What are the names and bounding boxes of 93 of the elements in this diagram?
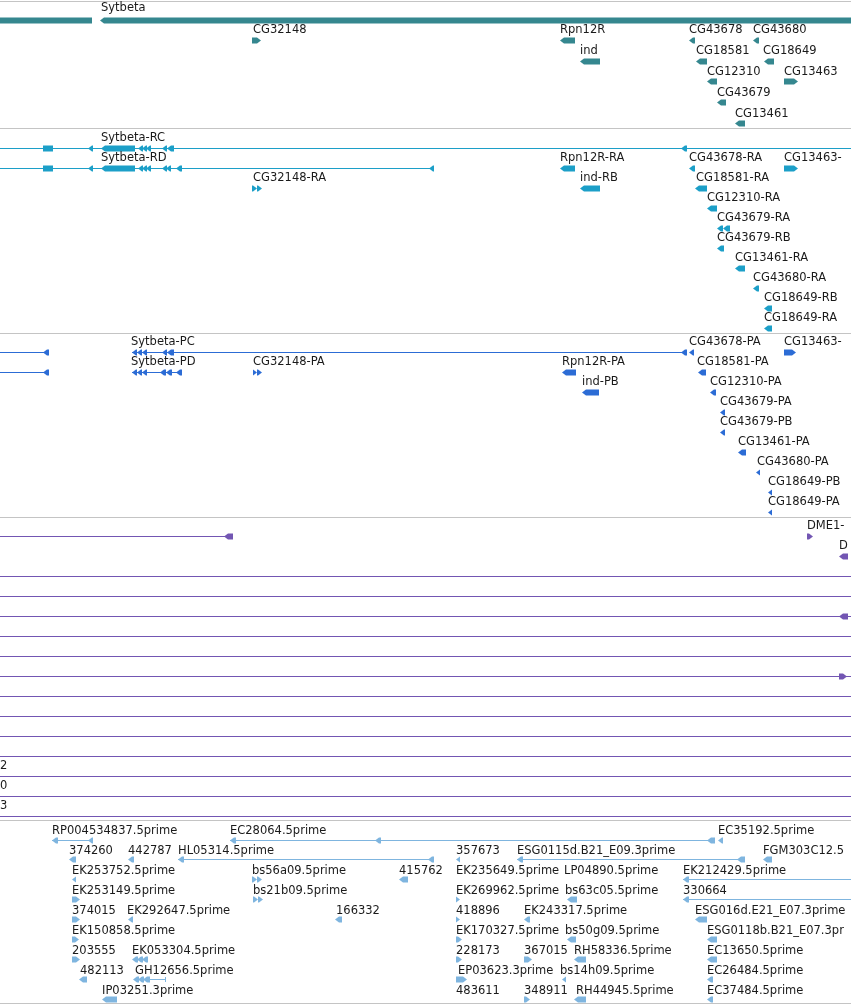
feature-label: EK243317.5prime (524, 903, 628, 917)
feature-label: CG18649 (763, 43, 817, 57)
feature-label: CG12310-RA (707, 190, 781, 204)
feature-label: 3 (0, 798, 8, 812)
feature-label: CG43680 (753, 22, 807, 36)
feature-label: CG18649-RB (764, 290, 838, 304)
feature-label: EK269962.5prime (456, 883, 560, 897)
feature-label: bs63c05.5prime (565, 883, 659, 897)
feature-label: CG43679-PB (720, 414, 793, 428)
feature-label: D (839, 538, 848, 552)
feature-label: Sytbeta-RC (101, 130, 166, 144)
feature-label: DME1- (807, 518, 845, 532)
feature-label: EC37484.5prime (707, 983, 804, 997)
feature-label: CG43680-PA (757, 454, 829, 468)
feature-label: RH58336.5prime (574, 943, 672, 957)
feature-label: 442787 (128, 843, 172, 857)
feature-label: CG43679-PA (720, 394, 792, 408)
feature-label: EP03623.3prime (458, 963, 554, 977)
feature-label: CG18581 (696, 43, 750, 57)
feature-label: bs50g09.5prime (565, 923, 660, 937)
feature-label: ESG0118b.B21_E07.3pr (707, 923, 844, 937)
feature-label: CG18649-PA (768, 494, 840, 508)
feature-label: GH12656.5prime (135, 963, 234, 977)
feature-label: HL05314.5prime (178, 843, 275, 857)
feature-label: ind (580, 43, 598, 57)
feature-label: CG13461 (735, 106, 789, 120)
feature-label: 418896 (456, 903, 500, 917)
feature-label: 415762 (399, 863, 443, 877)
feature-label: 228173 (456, 943, 500, 957)
feature-label: EK053304.5prime (132, 943, 236, 957)
feature-label: CG12310 (707, 64, 761, 78)
feature-label: 203555 (72, 943, 116, 957)
feature-label: CG13463- (784, 150, 842, 164)
feature-label: ESG016d.E21_E07.3prime (695, 903, 846, 917)
feature-label: 482113 (80, 963, 124, 977)
feature-label: ESG0115d.B21_E09.3prime (517, 843, 676, 857)
feature-label: EK253752.5prime (72, 863, 176, 877)
feature-label: CG43678-PA (689, 334, 761, 348)
feature-label: CG43678 (689, 22, 743, 36)
feature-label: CG32148 (253, 22, 307, 36)
feature-label: 483611 (456, 983, 500, 997)
feature-label: 367015 (524, 943, 568, 957)
feature-label: CG13461-RA (735, 250, 809, 264)
feature-label: 348911 (524, 983, 568, 997)
feature-label: Sytbeta-PD (131, 354, 196, 368)
feature-label: ind-PB (582, 374, 619, 388)
feature-label: ind-RB (580, 170, 618, 184)
feature-label: Sytbeta-PC (131, 334, 195, 348)
feature-label: EK212429.5prime (683, 863, 787, 877)
feature-label: CG43679-RB (717, 230, 791, 244)
feature-label: RH44945.5prime (576, 983, 674, 997)
feature-label: CG32148-RA (253, 170, 327, 184)
feature-label: EC26484.5prime (707, 963, 804, 977)
feature-label: EK292647.5prime (127, 903, 231, 917)
feature-label: FGM303C12.5 (763, 843, 845, 857)
feature-label: CG18649-PB (768, 474, 841, 488)
feature-label: Sytbeta-RD (101, 150, 167, 164)
feature-label: bs56a09.5prime (252, 863, 347, 877)
feature-label: CG32148-PA (253, 354, 325, 368)
feature-label: bs21b09.5prime (253, 883, 348, 897)
feature-label: Rpn12R-RA (560, 150, 625, 164)
feature-label: CG43678-RA (689, 150, 763, 164)
feature-label: CG18581-PA (697, 354, 769, 368)
feature-label: EC28064.5prime (230, 823, 327, 837)
feature-label: EK170327.5prime (456, 923, 560, 937)
feature-label: 0 (0, 778, 8, 792)
feature-label: Rpn12R (560, 22, 606, 36)
feature-label: RP004534837.5prime (52, 823, 178, 837)
feature-label: bs14h09.5prime (560, 963, 655, 977)
feature-label: IP03251.3prime (102, 983, 194, 997)
feature-label: 374260 (69, 843, 113, 857)
feature-label: CG43679 (717, 85, 771, 99)
feature-label: CG12310-PA (710, 374, 782, 388)
feature-label: CG43680-RA (753, 270, 827, 284)
feature-label: 166332 (336, 903, 380, 917)
feature-label: EC13650.5prime (707, 943, 804, 957)
feature-label: EK235649.5prime (456, 863, 560, 877)
feature-label: EK150858.5prime (72, 923, 176, 937)
feature-label: 357673 (456, 843, 500, 857)
feature-label: CG13463 (784, 64, 838, 78)
feature-label: EC35192.5prime (718, 823, 815, 837)
feature-label: CG18581-RA (696, 170, 770, 184)
feature-label: 374015 (72, 903, 116, 917)
feature-label: Sytbeta (101, 0, 146, 14)
feature-label: CG18649-RA (764, 310, 838, 324)
feature-label: Rpn12R-PA (562, 354, 625, 368)
feature-label: CG13463- (784, 334, 842, 348)
feature-label: CG43679-RA (717, 210, 791, 224)
feature-label: EK253149.5prime (72, 883, 176, 897)
feature-label: CG13461-PA (738, 434, 810, 448)
feature-label: LP04890.5prime (564, 863, 659, 877)
feature-label: 330664 (683, 883, 727, 897)
feature-label: 2 (0, 758, 8, 772)
